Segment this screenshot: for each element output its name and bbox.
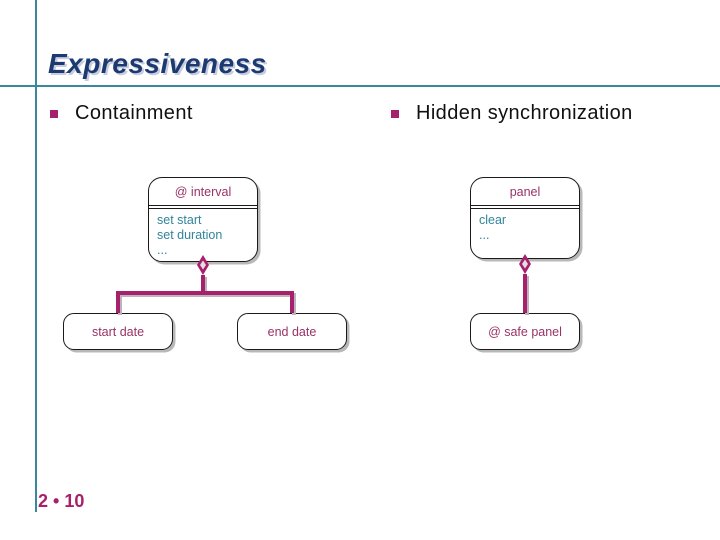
node-safe-panel: @ safe panel — [470, 313, 580, 350]
connector-stem-panel — [523, 274, 527, 313]
connector-horizontal-bar — [116, 291, 294, 295]
connector-drop-start-date — [116, 293, 120, 313]
node-start-date: start date — [63, 313, 173, 350]
bullet-square-icon — [391, 110, 399, 118]
node-label: start date — [91, 324, 145, 339]
class-box-members: clear ... — [471, 209, 579, 243]
aggregation-diamond-icon — [197, 255, 209, 275]
node-label: end date — [267, 324, 317, 339]
connector-stem-interval — [201, 275, 205, 293]
node-label: @ safe panel — [488, 324, 562, 339]
class-box-title: @ interval — [149, 178, 257, 209]
class-box-title: panel — [471, 178, 579, 209]
bullet-label: Hidden synchronization — [416, 102, 633, 124]
class-box-panel: panel clear ... — [470, 177, 580, 259]
member-line: ... — [479, 228, 490, 242]
aggregation-diamond-icon — [519, 254, 531, 274]
bullet-item-hidden-synchronization: Hidden synchronization — [391, 102, 633, 125]
bullet-item-containment: Containment — [50, 102, 193, 125]
member-line: set start — [157, 213, 202, 227]
connector-drop-end-date — [290, 293, 294, 313]
left-accent-line — [35, 0, 37, 512]
title-underline-rule — [0, 85, 720, 87]
member-line: set duration — [157, 228, 223, 242]
slide-title: Expressiveness — [48, 48, 267, 79]
class-box-members: set start set duration ... — [149, 209, 257, 258]
bullet-square-icon — [50, 110, 58, 118]
member-line: clear — [479, 213, 507, 227]
bullet-label: Containment — [75, 102, 193, 124]
node-end-date: end date — [237, 313, 347, 350]
page-number: 2 • 10 — [38, 491, 85, 511]
member-line: ... — [157, 243, 168, 257]
class-box-interval: @ interval set start set duration ... — [148, 177, 258, 262]
